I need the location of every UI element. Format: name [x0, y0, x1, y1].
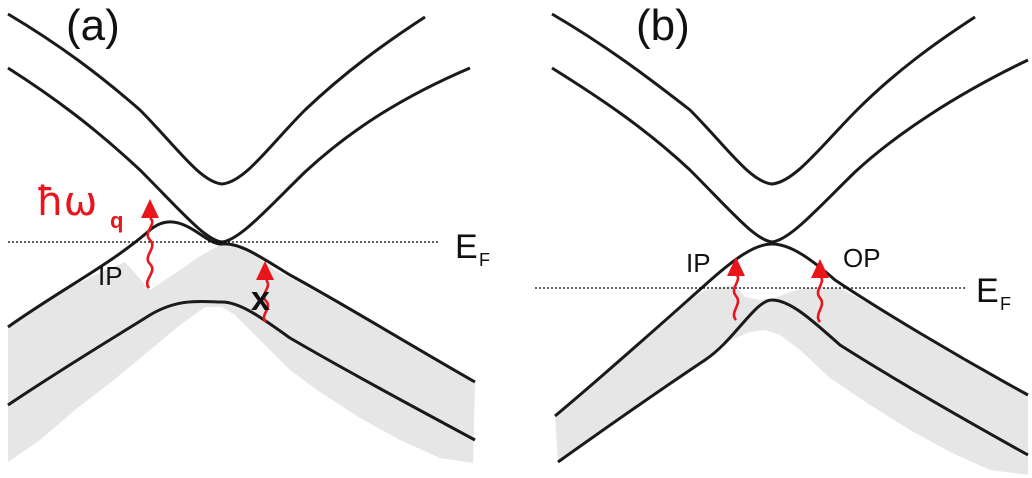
- panel-b-occupied-region: [555, 285, 1028, 475]
- panel-a: (a) E F ħω q IP x: [7, 1, 490, 463]
- panel-b-upper-band-outer: [551, 12, 976, 186]
- panel-b-lower-band-outer: [557, 298, 1029, 464]
- panel-a-fermi-label: E: [455, 228, 478, 266]
- panel-a-upper-band-inner: [7, 66, 471, 244]
- panel-a-phonon-sub: q: [110, 208, 123, 233]
- wavy-up-arrow-icon: [256, 261, 274, 323]
- panel-b-fermi-label: E: [976, 272, 999, 310]
- wavy-up-arrow-icon: [141, 199, 159, 289]
- panel-b-fermi-sub: F: [1000, 294, 1011, 314]
- panel-a-fermi-sub: F: [479, 250, 490, 270]
- panel-a-blocked-mark: x: [251, 280, 270, 318]
- panel-a-ip-label: IP: [98, 261, 123, 291]
- panel-a-lower-band-outer: [7, 299, 476, 442]
- panel-b: (b) E F IP OP: [535, 1, 1029, 475]
- panel-a-label: (a): [66, 1, 120, 50]
- wavy-up-arrow-icon: [811, 259, 829, 323]
- panel-b-op-label: OP: [843, 243, 881, 273]
- panel-a-upper-band-outer: [7, 12, 426, 186]
- panel-b-lower-band-inner: [554, 242, 1029, 418]
- panel-a-occupied-region: [8, 244, 475, 463]
- panel-b-label: (b): [636, 1, 690, 50]
- wavy-up-arrow-icon: [727, 257, 745, 321]
- panel-a-lower-band-inner: [7, 220, 476, 384]
- panel-a-phonon-symbol: ħω: [36, 179, 97, 225]
- panel-b-upper-band-inner: [551, 58, 1029, 244]
- panel-b-ip-label: IP: [686, 248, 711, 278]
